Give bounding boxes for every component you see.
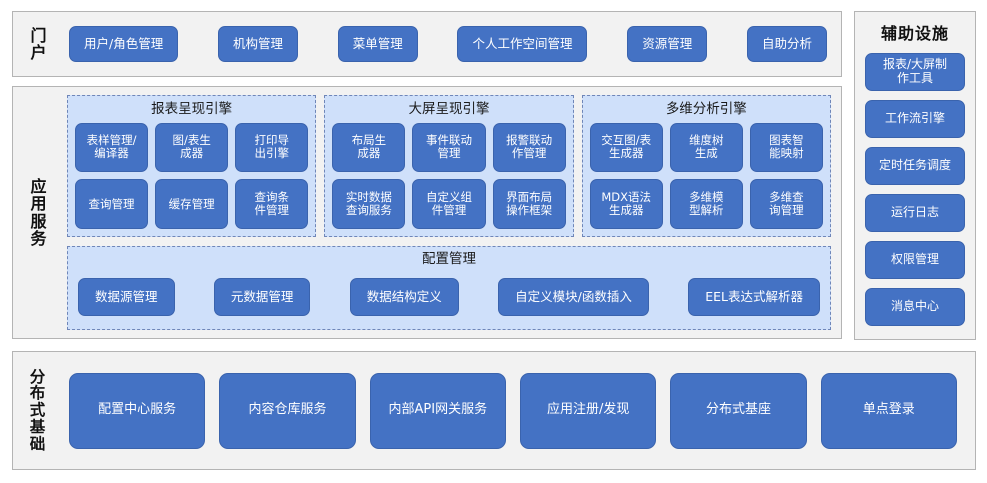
dist-item-config-center-service[interactable]: 配置中心服务 [69, 372, 206, 449]
portal-item-menu-management[interactable]: 菜单管理 [337, 26, 418, 62]
distributed-foundation-section-label: 分 布 式 基 础 [29, 367, 47, 453]
portal-item-list: 用户/角色管理 机构管理 菜单管理 个人工作空间管理 资源管理 自助分析 [65, 12, 841, 76]
portal-item-organization-management[interactable]: 机构管理 [217, 26, 298, 62]
dist-item-internal-api-gateway-service[interactable]: 内部API网关服务 [369, 372, 506, 449]
application-services-section: 应 用 服 务 报表呈现引擎 表样管理/ 编译器 图/表生 成器 打印导 出引擎… [12, 86, 842, 339]
aux-item-report-dashboard-authoring-tool[interactable]: 报表/大屏制 作工具 [865, 53, 965, 91]
portal-section: 门 户 用户/角色管理 机构管理 菜单管理 个人工作空间管理 资源管理 自助分析 [12, 11, 842, 77]
multidimensional-analysis-engine-title: 多维分析引擎 [665, 101, 747, 117]
olap-engine-item-multidimensional-query-management[interactable]: 多维查 询管理 [749, 179, 823, 229]
olap-engine-item-mdx-syntax-generator[interactable]: MDX语法 生成器 [589, 179, 663, 229]
olap-engine-item-multidimensional-model-parsing[interactable]: 多维模 型解析 [669, 179, 743, 229]
aux-item-runtime-log[interactable]: 运行日志 [865, 194, 965, 232]
screen-engine-item-alarm-linkage-action-management[interactable]: 报警联动 作管理 [492, 122, 566, 173]
report-engine-item-query-management[interactable]: 查询管理 [75, 179, 149, 229]
report-engine-item-template-management-compiler[interactable]: 表样管理/ 编译器 [75, 122, 149, 173]
aux-item-permission-management[interactable]: 权限管理 [865, 241, 965, 279]
report-engine-item-query-condition-management[interactable]: 查询条 件管理 [235, 179, 309, 229]
portal-item-personal-workspace-management[interactable]: 个人工作空间管理 [457, 26, 588, 62]
report-presentation-engine-title: 报表呈现引擎 [151, 101, 233, 117]
dist-item-app-registration-discovery[interactable]: 应用注册/发现 [519, 372, 657, 449]
config-item-eel-expression-parser[interactable]: EEL表达式解析器 [688, 277, 820, 316]
olap-engine-item-chart-smart-mapping[interactable]: 图表智 能映射 [749, 122, 823, 173]
auxiliary-facilities-title: 辅助设施 [880, 24, 949, 43]
auxiliary-facilities-section: 辅助设施 报表/大屏制 作工具 工作流引擎 定时任务调度 运行日志 权限管理 消… [854, 11, 976, 340]
report-presentation-engine-group: 报表呈现引擎 表样管理/ 编译器 图/表生 成器 打印导 出引擎 查询管理 缓存… [67, 95, 317, 237]
config-item-data-structure-definition[interactable]: 数据结构定义 [349, 277, 459, 316]
configuration-management-title: 配置管理 [422, 251, 476, 267]
report-engine-item-print-export-engine[interactable]: 打印导 出引擎 [235, 122, 309, 173]
dist-item-distributed-base[interactable]: 分布式基座 [670, 372, 807, 449]
large-screen-presentation-engine-grid: 布局生 成器 事件联动 管理 报警联动 作管理 实时数据 查询服务 自定义组 件… [332, 122, 566, 229]
screen-engine-item-ui-layout-operation-framework[interactable]: 界面布局 操作框架 [492, 179, 566, 229]
screen-engine-item-layout-generator[interactable]: 布局生 成器 [332, 122, 406, 173]
multidimensional-analysis-engine-grid: 交互图/表 生成器 维度树 生成 图表智 能映射 MDX语法 生成器 多维模 型… [589, 122, 823, 229]
auxiliary-facilities-item-list: 报表/大屏制 作工具 工作流引擎 定时任务调度 运行日志 权限管理 消息中心 [865, 53, 965, 326]
aux-item-scheduled-task-scheduling[interactable]: 定时任务调度 [865, 147, 965, 185]
configuration-management-item-list: 数据源管理 元数据管理 数据结构定义 自定义模块/函数插入 EEL表达式解析器 [78, 273, 820, 322]
large-screen-presentation-engine-group: 大屏呈现引擎 布局生 成器 事件联动 管理 报警联动 作管理 实时数据 查询服务… [324, 95, 574, 237]
portal-item-user-role-management[interactable]: 用户/角色管理 [69, 26, 179, 62]
aux-item-workflow-engine[interactable]: 工作流引擎 [865, 100, 965, 138]
config-item-metadata-management[interactable]: 元数据管理 [213, 277, 311, 316]
configuration-management-group: 配置管理 数据源管理 元数据管理 数据结构定义 自定义模块/函数插入 EEL表达… [67, 246, 831, 330]
aux-item-message-center[interactable]: 消息中心 [865, 288, 965, 326]
distributed-foundation-section: 分 布 式 基 础 配置中心服务 内容仓库服务 内部API网关服务 应用注册/发… [12, 351, 976, 470]
large-screen-presentation-engine-title: 大屏呈现引擎 [408, 101, 490, 117]
engine-group-row: 报表呈现引擎 表样管理/ 编译器 图/表生 成器 打印导 出引擎 查询管理 缓存… [67, 95, 831, 237]
report-presentation-engine-grid: 表样管理/ 编译器 图/表生 成器 打印导 出引擎 查询管理 缓存管理 查询条 … [75, 122, 309, 229]
dist-item-content-repository-service[interactable]: 内容仓库服务 [219, 372, 356, 449]
portal-item-resource-management[interactable]: 资源管理 [627, 26, 708, 62]
portal-section-label: 门 户 [30, 25, 48, 62]
olap-engine-item-dimension-tree-generation[interactable]: 维度树 生成 [669, 122, 743, 173]
portal-item-self-service-analysis[interactable]: 自助分析 [746, 26, 827, 62]
application-services-body: 报表呈现引擎 表样管理/ 编译器 图/表生 成器 打印导 出引擎 查询管理 缓存… [65, 87, 841, 338]
dist-item-single-sign-on[interactable]: 单点登录 [820, 372, 957, 449]
config-item-datasource-management[interactable]: 数据源管理 [78, 277, 175, 316]
screen-engine-item-event-linkage-management[interactable]: 事件联动 管理 [412, 122, 486, 173]
report-engine-item-chart-table-generator[interactable]: 图/表生 成器 [155, 122, 229, 173]
application-services-section-label: 应 用 服 务 [30, 176, 48, 248]
config-item-custom-module-function-insertion[interactable]: 自定义模块/函数插入 [498, 277, 649, 316]
distributed-foundation-item-list: 配置中心服务 内容仓库服务 内部API网关服务 应用注册/发现 分布式基座 单点… [63, 352, 975, 469]
screen-engine-item-realtime-data-query-service[interactable]: 实时数据 查询服务 [332, 179, 406, 229]
report-engine-item-cache-management[interactable]: 缓存管理 [155, 179, 229, 229]
screen-engine-item-custom-component-management[interactable]: 自定义组 件管理 [412, 179, 486, 229]
olap-engine-item-interactive-chart-table-generator[interactable]: 交互图/表 生成器 [589, 122, 663, 173]
multidimensional-analysis-engine-group: 多维分析引擎 交互图/表 生成器 维度树 生成 图表智 能映射 MDX语法 生成… [581, 95, 831, 237]
